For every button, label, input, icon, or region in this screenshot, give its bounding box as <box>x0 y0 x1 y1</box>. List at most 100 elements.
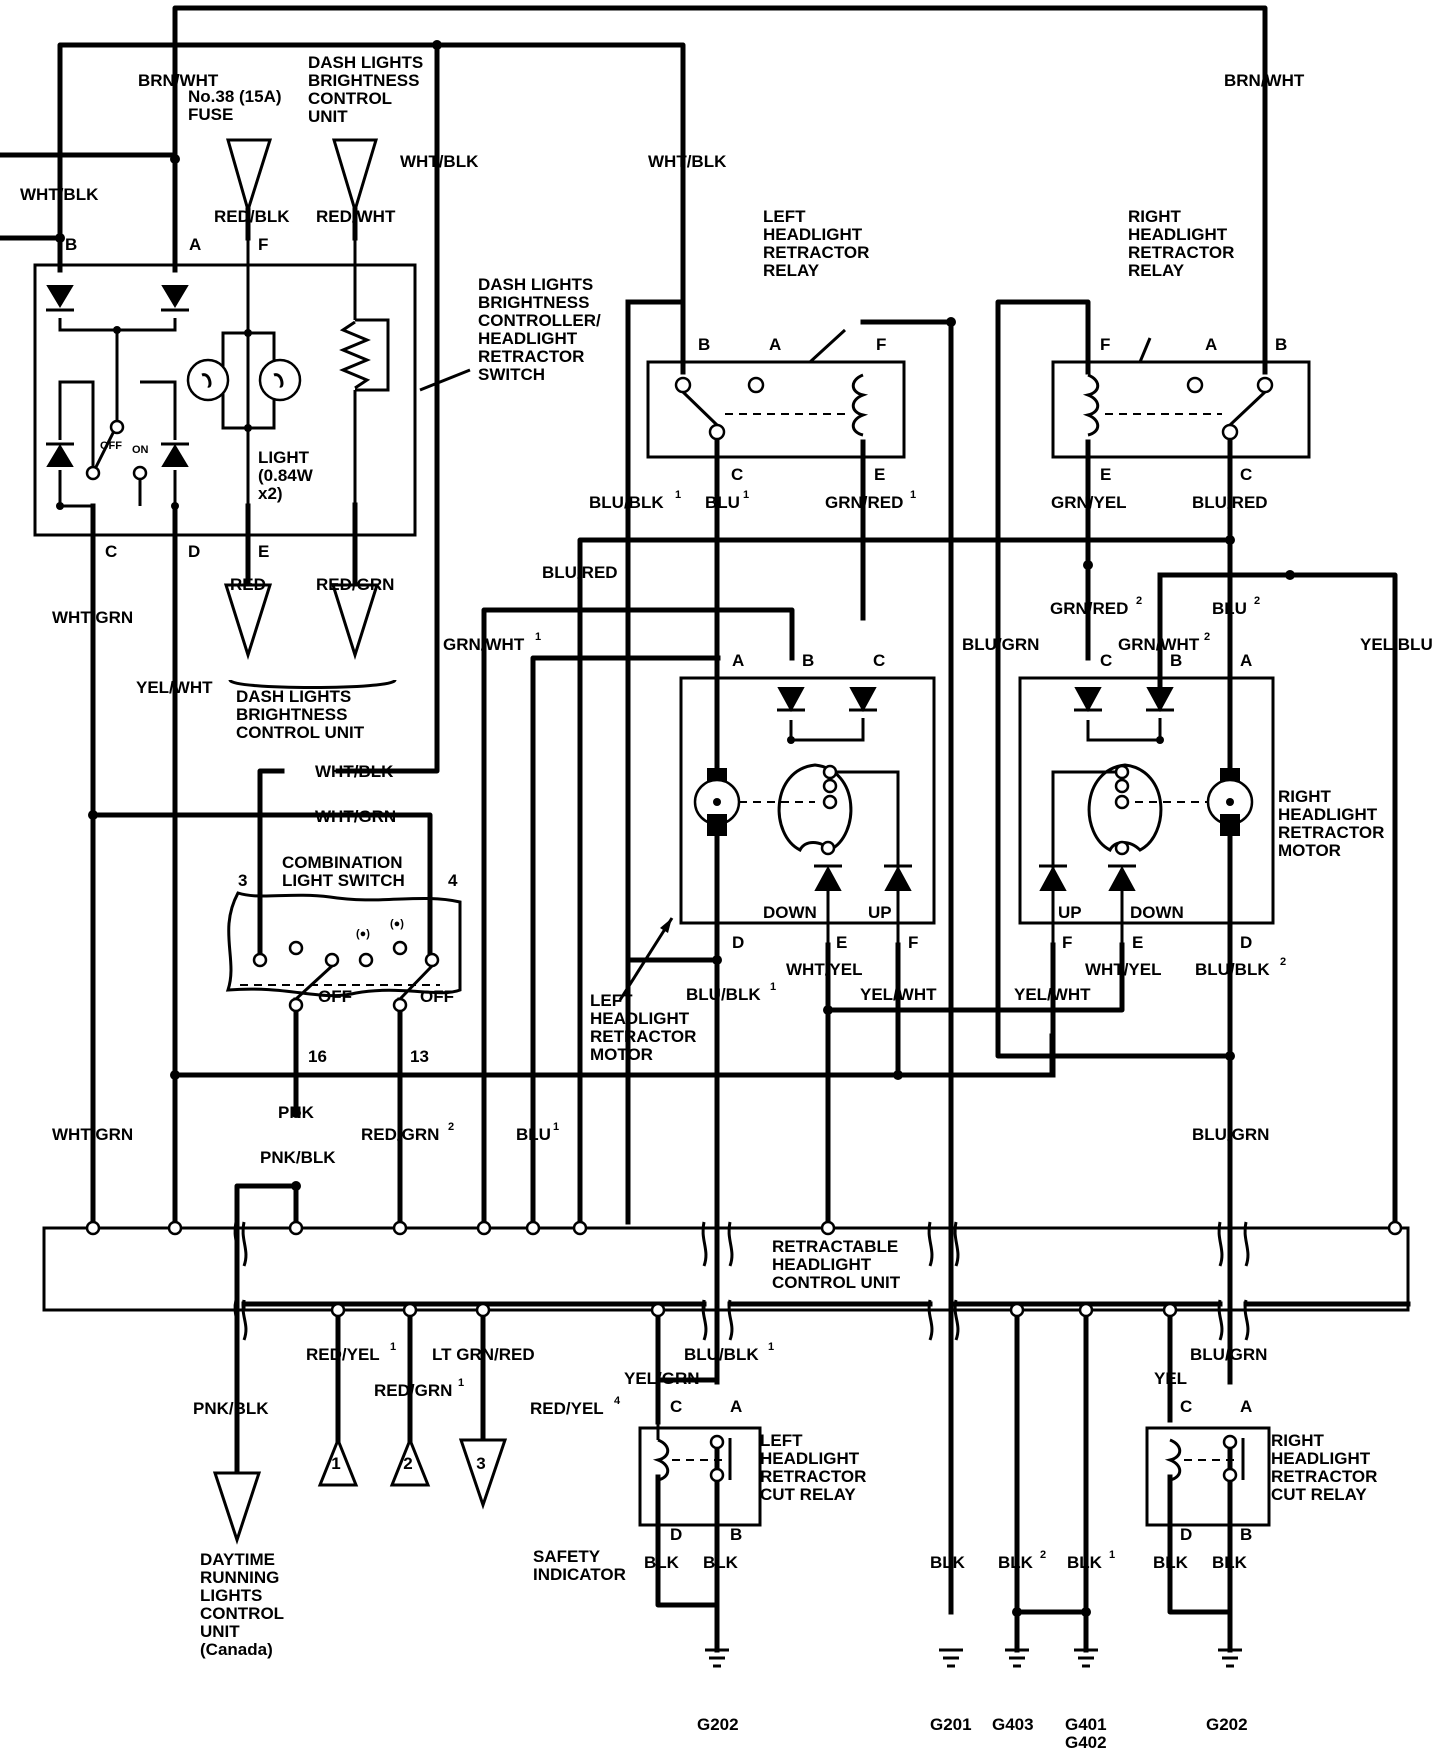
wire-label: WHT/BLK <box>315 762 394 781</box>
note: 2 <box>1280 956 1286 968</box>
note: 1 <box>535 631 541 643</box>
pin-label: F <box>908 933 918 952</box>
switch-state: (●) <box>356 928 370 940</box>
note: 2 <box>1040 1549 1046 1561</box>
right-motor-box <box>1018 676 1275 925</box>
connector-number: 3 <box>476 1454 485 1473</box>
pin-label: E <box>1132 933 1143 952</box>
pin-label: 4 <box>448 871 458 890</box>
wire-label: BLU/GRN <box>1190 1345 1267 1364</box>
wire-label: GRN/RED <box>1050 599 1128 618</box>
ground-icon <box>1218 1648 1242 1668</box>
note: 1 <box>390 1341 396 1353</box>
wire-label: BLU <box>705 493 740 512</box>
pin-label: A <box>732 651 744 670</box>
wire-label: WHT/BLK <box>648 152 727 171</box>
coil-icon <box>1082 373 1100 437</box>
component-outlines <box>33 263 1410 1527</box>
wire-label: WHT/BLK <box>400 152 479 171</box>
switch-internals <box>46 285 471 481</box>
wire-label: RED/GRN <box>374 1381 452 1400</box>
connector-icon <box>317 1435 359 1487</box>
wire-label: BLU/BLK <box>686 985 761 1004</box>
connector-icon <box>223 583 273 661</box>
coil-icon <box>652 1438 670 1482</box>
left-relay-box <box>646 360 906 459</box>
switch-state: OFF <box>100 440 122 452</box>
pin-label: A <box>1240 1397 1252 1416</box>
wire-label: BLK <box>1153 1553 1189 1572</box>
pin-label: B <box>1170 651 1182 670</box>
terminals <box>85 1220 1403 1318</box>
diode-icon <box>46 285 74 308</box>
wire-label: WHT/BLK <box>20 185 99 204</box>
wire-label: YEL/WHT <box>136 678 213 697</box>
pin-label: F <box>1100 335 1110 354</box>
wire-label: BLK <box>930 1553 966 1572</box>
zener-icon <box>161 444 189 467</box>
pin-label: D <box>1180 1525 1192 1544</box>
pin-label: C <box>1240 465 1252 484</box>
pin-label: E <box>1100 465 1111 484</box>
pin-label: B <box>1240 1525 1252 1544</box>
wire-label: BLU/BLK <box>684 1345 759 1364</box>
switch-state: ON <box>132 444 149 456</box>
note: 2 <box>1136 595 1142 607</box>
wire-label: BLU/GRN <box>1192 1125 1269 1144</box>
wire-label: BLK <box>644 1553 680 1572</box>
motor-dir: DOWN <box>763 903 817 922</box>
wire-label: BLU/GRN <box>962 635 1039 654</box>
ground-icon <box>1005 1648 1029 1668</box>
zener-icon <box>46 444 74 467</box>
wire-label: YEL/BLU <box>1360 635 1433 654</box>
connector-icon <box>389 1435 431 1487</box>
pin-label: D <box>670 1525 682 1544</box>
pin-label: F <box>258 235 268 254</box>
ground-label: G202 <box>697 1715 739 1734</box>
connector-triangles <box>212 138 508 1545</box>
wire-label: GRN/YEL <box>1051 493 1127 512</box>
pin-label: A <box>730 1397 742 1416</box>
note: 1 <box>458 1377 464 1389</box>
note: 1 <box>1109 1549 1115 1561</box>
wire-label: PNK/BLK <box>193 1399 269 1418</box>
note: 1 <box>768 1341 774 1353</box>
wire-label: BLU/RED <box>542 563 618 582</box>
cam-icon <box>777 763 853 853</box>
wire-label: BLK <box>703 1553 739 1572</box>
wire-label: GRN/WHT <box>1118 635 1200 654</box>
combo-switch-internals <box>240 940 440 1013</box>
wire-label: WHT/GRN <box>52 1125 133 1144</box>
motor-dir: UP <box>868 903 892 922</box>
resistor-icon <box>339 320 371 390</box>
ground-label: G201 <box>930 1715 972 1734</box>
wire-label: RED/GRN <box>361 1125 439 1144</box>
wire-label: BLU <box>516 1125 551 1144</box>
wire-label: PNK/BLK <box>260 1148 336 1167</box>
wire-label: RED/BLK <box>214 207 290 226</box>
right-motor-internals <box>1039 687 1254 945</box>
ground-icon <box>705 1648 729 1668</box>
connector-icon <box>458 1438 508 1510</box>
switch-box <box>33 263 417 537</box>
pin-label: D <box>1240 933 1252 952</box>
pin-label: 16 <box>308 1047 327 1066</box>
wire-label: BLU/RED <box>1192 493 1268 512</box>
right-cut-relay-internals <box>1164 1434 1245 1483</box>
wire-label: WHT/GRN <box>315 807 396 826</box>
pin-label: F <box>1062 933 1072 952</box>
motor-dir: DOWN <box>1130 903 1184 922</box>
wire-label: BLU/BLK <box>1195 960 1270 979</box>
wire-label: WHT/YEL <box>786 960 863 979</box>
pin-label: B <box>65 235 77 254</box>
note: 2 <box>1254 595 1260 607</box>
coil-icon <box>1164 1438 1182 1482</box>
wire-label: RED/YEL <box>530 1399 604 1418</box>
